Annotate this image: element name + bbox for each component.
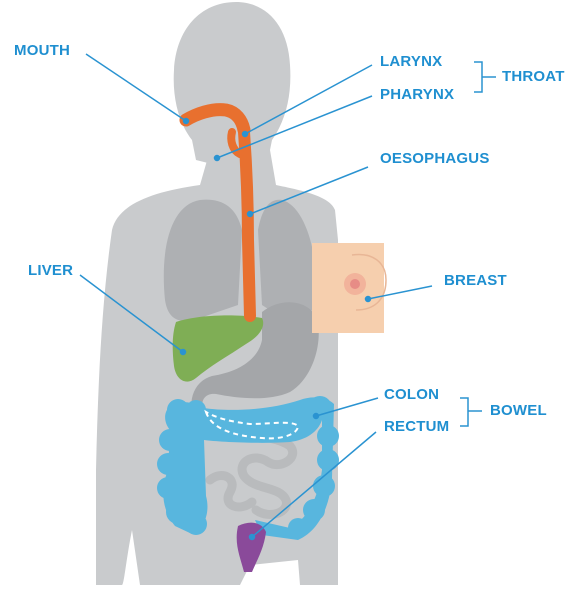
label-oesophagus: OESOPHAGUS (380, 150, 490, 168)
label-pharynx: PHARYNX (380, 86, 454, 104)
breast-panel (312, 243, 386, 333)
label-throat: THROAT (502, 68, 565, 86)
label-rectum: RECTUM (384, 418, 449, 436)
label-larynx: LARYNX (380, 53, 442, 71)
label-breast: BREAST (444, 272, 507, 290)
label-liver: LIVER (28, 262, 73, 280)
label-bowel: BOWEL (490, 402, 547, 420)
label-colon: COLON (384, 386, 439, 404)
label-mouth: MOUTH (14, 42, 70, 60)
